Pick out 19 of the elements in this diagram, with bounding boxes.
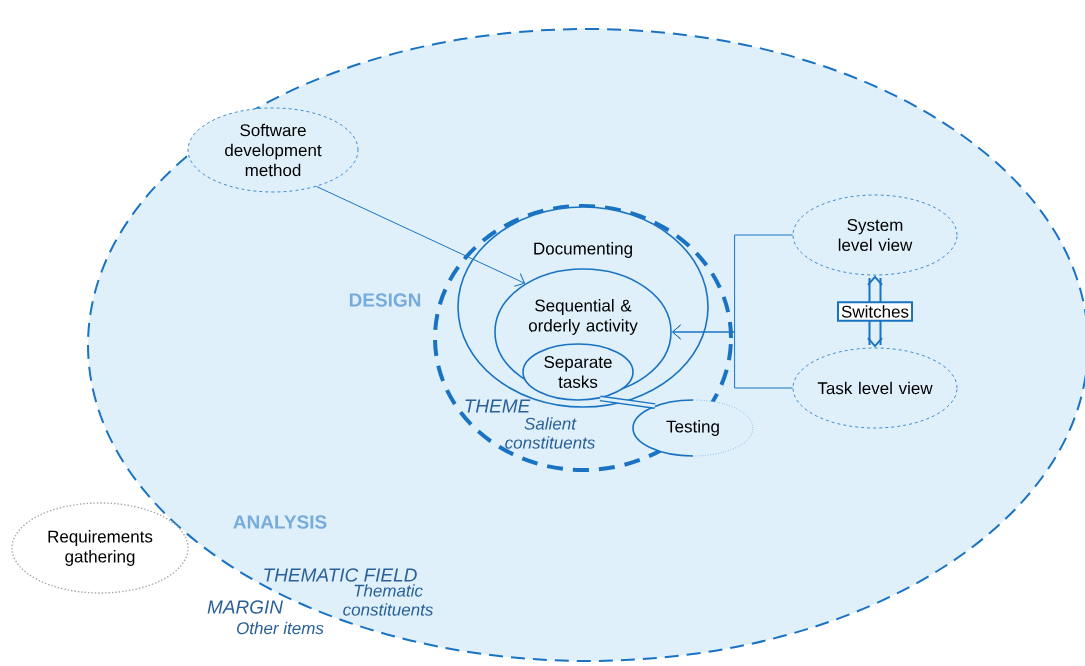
node-text: System level view	[838, 219, 913, 251]
region-note: Thematic constituents	[343, 584, 433, 616]
node-text: Requirements gathering	[48, 530, 153, 566]
node-text: Documenting	[534, 242, 632, 258]
region-title: ANALYSIS	[233, 515, 327, 529]
edge-label: Switches	[837, 301, 913, 322]
region-title: DESIGN	[349, 293, 421, 307]
region-heading: MARGIN	[207, 600, 283, 614]
region-heading: THEMATIC FIELD	[264, 568, 417, 582]
region-heading: THEME	[465, 399, 531, 413]
region-note: Other items	[237, 621, 324, 635]
arrow	[316, 186, 526, 287]
arrow	[672, 324, 794, 389]
node-text: Testing	[666, 420, 719, 436]
node-text: Separate tasks	[544, 356, 612, 388]
node-text: Software development method	[225, 123, 322, 177]
node-text: Sequential & orderly activity	[528, 299, 638, 335]
region-note: Salient constituents	[505, 417, 595, 449]
node-text: Task level view	[817, 381, 933, 395]
